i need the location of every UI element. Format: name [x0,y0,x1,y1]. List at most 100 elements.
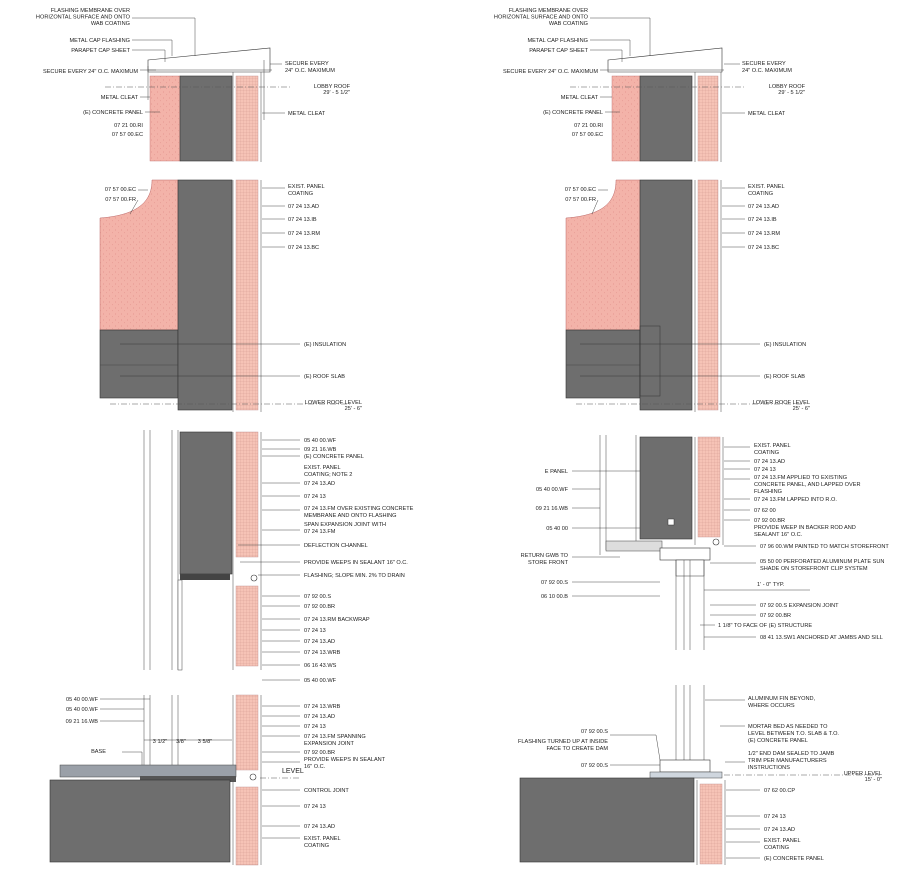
label-bl-wrb: 07 24 13.WRB [304,704,341,710]
label-metal-cleat-right: METAL CLEAT [288,111,326,117]
label-sr-92br: 07 92 00.BR [754,518,785,524]
label-sr-ad: 07 24 13.AD [754,459,785,465]
label-secure-left-r: SECURE EVERY 24" O.C. MAXIMUM [503,69,598,75]
labels-base-control-joint-left: 05 40 00.WF 05 40 00.WF 09 21 16.WB BASE… [66,697,386,849]
label-sl-ad: 07 24 13.AD [304,481,335,487]
label-ml-ib: 07 24 13.IB [288,217,317,223]
labels-storefront-head-right: E PANEL 05 40 00.WF 09 21 16.WB 05 40 00… [521,443,890,641]
label-bl-control-joint: CONTROL JOINT [304,788,349,794]
label-bl-wf1: 05 40 00.WF [66,697,99,703]
label-br-dam-2: TRIM PER MANUFACTURERS [748,758,827,764]
label-bl-exist-1: EXIST. PANEL [304,836,341,842]
label-sl-exist-1: EXIST. PANEL [304,465,341,471]
label-sl-flashing-slope: FLASHING; SLOPE MIN. 2% TO DRAIN [304,573,405,579]
label-lobby-roof: LOBBY ROOF [314,84,351,90]
label-br-ad: 07 24 13.AD [764,827,795,833]
detail-lower-roof-right [565,179,805,412]
label-sr-e-panel: E PANEL [545,469,568,475]
label-sr-fm-1: 07 24 13.FM APPLIED TO EXISTING [754,475,847,481]
detail-storefront-head-right [572,435,810,650]
labels-storefront-sill-right: ALUMINUM FIN BEYOND, WHERE OCCURS 07 92 … [518,696,882,862]
label-br-dam-3: INSTRUCTIONS [748,765,790,771]
label-sl-exist-2: COATING; NOTE 2 [304,472,352,478]
label-bl-base: BASE [91,749,106,755]
label-mr-ec: 07 57 00.EC [565,187,596,193]
label-lobby-roof-elev: 29' - 5 1/2" [323,90,350,96]
label-bl-level: LEVEL [282,768,304,775]
label-sr-return-2: STORE FRONT [528,560,569,566]
label-keynote-072100: 07 21 00.RI [114,123,143,129]
label-sr-762: 07 62 00 [754,508,776,514]
label-ml-rm: 07 24 13.RM [288,231,320,237]
label-bl-ad: 07 24 13.AD [304,714,335,720]
label-sr-exist-2: COATING [754,450,779,456]
label-mr-lower-roof: LOWER ROOF LEVEL [753,400,810,406]
label-lobby-roof-r: LOBBY ROOF [769,84,806,90]
label-sl-wf2: 05 40 00.WF [304,678,337,684]
label-bl-weeps-1: PROVIDE WEEPS IN SEALANT [304,757,386,763]
label-sr-24: 07 24 13 [754,467,776,473]
label-bl-adb: 07 24 13.AD [304,824,335,830]
label-sr-92br2: 07 92 00.BR [760,613,791,619]
label-sl-24: 07 24 13 [304,494,326,500]
label-br-flash-2: FACE TO CREATE DAM [546,746,608,752]
label-sl-backwrap: 07 24 13.RM BACKWRAP [304,617,370,623]
detail-base-control-joint-left [49,694,300,866]
label-br-92s: 07 92 00.S [581,729,608,735]
label-sr-perf-2: SHADE ON STOREFRONT CLIP SYSTEM [760,566,868,572]
label-secure-right-2: 24" O.C. MAXIMUM [285,68,335,74]
label-sl-92br: 07 92 00.BR [304,604,335,610]
label-bl-24b: 07 24 13 [304,804,326,810]
label-ml-lower-roof: LOWER ROOF LEVEL [305,400,362,406]
label-ml-lower-roof-elev: 25' - 6" [345,406,362,412]
label-br-exist-1: EXIST. PANEL [764,838,801,844]
label-concrete-panel-r: (E) CONCRETE PANEL [543,110,603,116]
label-sr-weep-2: SEALANT 16" O.C. [754,532,803,538]
label-secure-right-2-r: 24" O.C. MAXIMUM [742,68,792,74]
label-sr-weep-1: PROVIDE WEEP IN BACKER ROD AND [754,525,856,531]
label-metal-cap-flashing: METAL CAP FLASHING [69,38,130,44]
label-ml-roof-slab: (E) ROOF SLAB [304,374,345,380]
label-sl-92s: 07 92 00.S [304,594,331,600]
detail-storefront-sill-right [519,685,880,865]
label-br-concrete: (E) CONCRETE PANEL [764,856,824,862]
label-br-24: 07 24 13 [764,814,786,820]
label-sl-span-2: 07 24 13.FM [304,529,336,535]
label-sr-face-struct: 1 1/8" TO FACE OF (E) STRUCTURE [718,623,812,629]
label-metal-cleat-left: METAL CLEAT [101,95,139,101]
label-mr-insulation: (E) INSULATION [764,342,806,348]
label-br-alum-1: ALUMINUM FIN BEYOND, [748,696,816,702]
label-ml-ec: 07 57 00.EC [105,187,136,193]
detail-parapet-right [570,17,745,162]
label-sr-exist-1: EXIST. PANEL [754,443,791,449]
label-bl-24: 07 24 13 [304,724,326,730]
label-bl-fm-1: 07 24 13.FM SPANNING [304,734,366,740]
label-bl-wb: 09 21 16.WB [66,719,99,725]
label-parapet-cap-sheet: PARAPET CAP SHEET [71,48,130,54]
label-bl-92br: 07 92 00.BR [304,750,335,756]
label-sl-ws: 06 16 43.WS [304,663,337,669]
label-br-flash-1: FLASHING TURNED UP AT INSIDE [518,739,608,745]
label-sr-perf-1: 05 50 00 PERFORATED ALUMINUM PLATE SUN [760,559,884,565]
label-mr-exist-1: EXIST. PANEL [748,184,785,190]
label-br-92s2: 07 92 00.S [581,763,608,769]
label-br-mortar-3: (E) CONCRETE PANEL [748,738,808,744]
label-ml-bc: 07 24 13.BC [288,245,319,251]
label-mr-lower-roof-elev: 25' - 6" [793,406,810,412]
label-bl-fm-2: EXPANSION JOINT [304,741,355,747]
detail-expansion-joint-left [143,430,300,681]
label-sr-sw1: 08 41 13.SW1 ANCHORED AT JAMBS AND SILL [760,635,883,641]
labels-lower-roof-left: 07 57 00.EC 07 57 00.FR EXIST. PANEL COA… [105,184,362,412]
label-mr-fr: 07 57 00.FR [565,197,596,203]
label-sr-wm: 07 96 00.WM PAINTED TO MATCH STOREFRONT [760,544,889,550]
label-parapet-cap-sheet-r: PARAPET CAP SHEET [529,48,588,54]
label-bl-dim2: 3/8" [176,739,186,745]
label-bl-dim3: 3 5/8" [198,739,212,745]
label-ml-fr: 07 57 00.FR [105,197,136,203]
label-keynote-075700-r: 07 57 00.EC [572,132,603,138]
